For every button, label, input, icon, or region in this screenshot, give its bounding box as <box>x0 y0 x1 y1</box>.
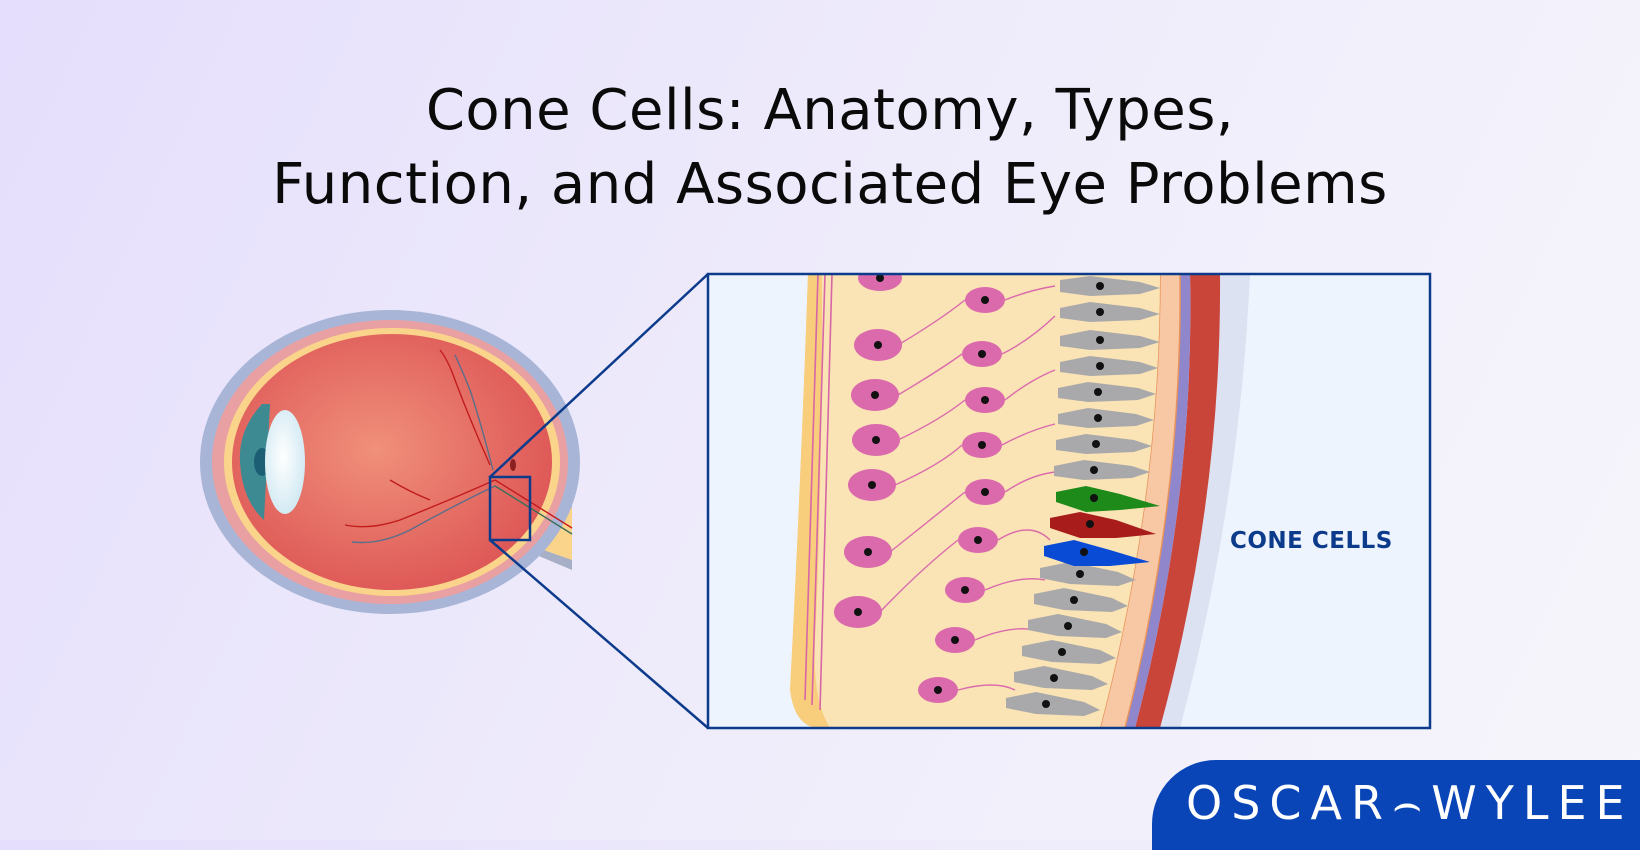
brand-wordmark: OSCAR⌢WYLEE <box>1186 776 1634 832</box>
retina-inset <box>706 272 1432 730</box>
brand-logo[interactable] <box>1152 760 1640 850</box>
eye-illustration <box>200 310 580 614</box>
brand-name-left: OSCAR <box>1186 776 1392 830</box>
brand-name-right: WYLEE <box>1431 776 1634 830</box>
red-cone <box>1050 512 1156 538</box>
cone-cells-label: CONE CELLS <box>1230 528 1393 554</box>
inset-frame <box>706 272 1432 730</box>
page-title: Cone Cells: Anatomy, Types, Function, an… <box>0 74 1640 222</box>
zoom-line-top <box>489 273 709 478</box>
blue-cone <box>1044 540 1150 566</box>
title-line-2: Function, and Associated Eye Problems <box>272 152 1388 217</box>
green-cone <box>1056 486 1160 512</box>
zoom-region-box <box>488 475 532 542</box>
photoreceptors <box>1006 276 1160 716</box>
brand-smile-icon: ⌢ <box>1391 776 1432 830</box>
title-line-1: Cone Cells: Anatomy, Types, <box>425 78 1235 143</box>
zoom-line-bottom <box>489 539 709 729</box>
